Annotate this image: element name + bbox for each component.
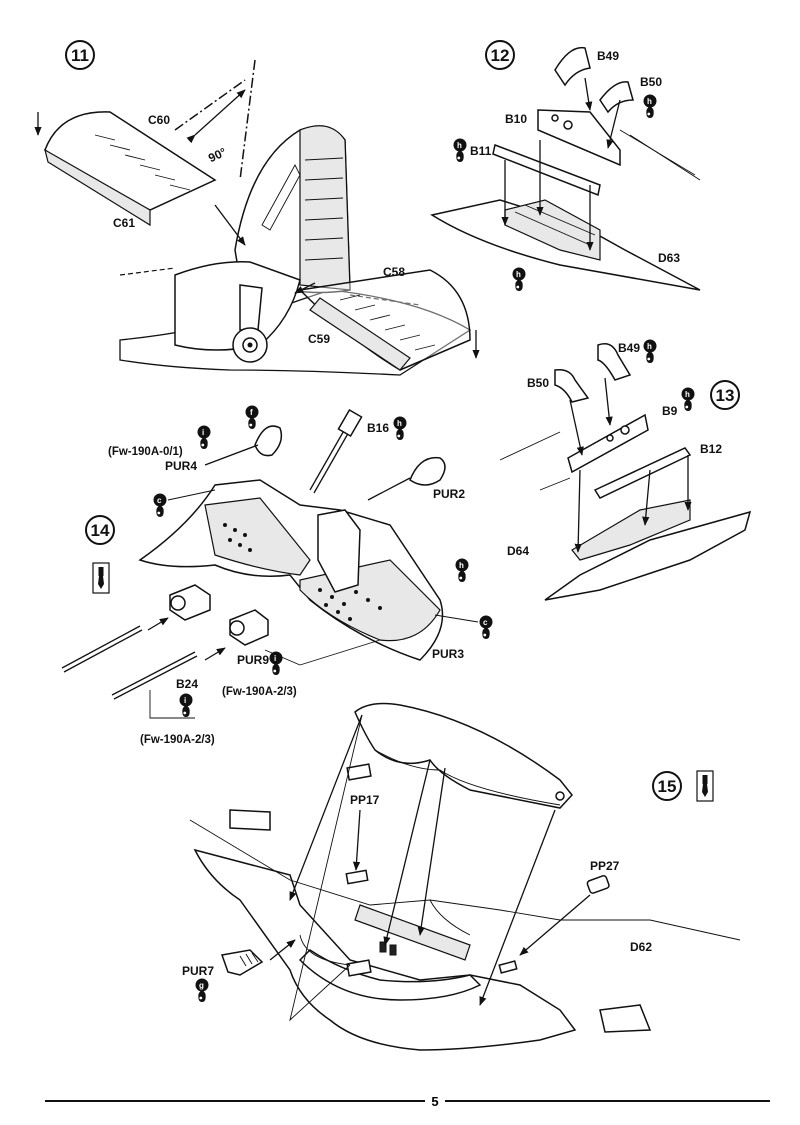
note-fw190a-0-1: (Fw-190A-0/1) (108, 446, 183, 458)
gun-barrel-b24 (111, 651, 196, 696)
svg-text:h: h (647, 342, 652, 351)
step-13-number: 13 (716, 386, 735, 405)
step-14-number: 14 (91, 521, 110, 540)
angle-label: 90° (206, 145, 229, 165)
step-15-badge (652, 771, 682, 801)
step-11-number: 11 (71, 46, 89, 65)
label-c59: C59 (308, 332, 330, 346)
tail-fuselage-body (174, 261, 301, 351)
part-pp17 (346, 763, 372, 781)
label-pp27: PP27 (590, 859, 620, 873)
label-c58: C58 (383, 265, 405, 279)
label-pur9: PUR9 (237, 653, 269, 667)
label-b50-a: B50 (640, 75, 662, 89)
svg-text:g: g (199, 981, 204, 990)
step-14: 14 B16 h PUR2 PUR4 (Fw-190A-0/1) f (61, 405, 493, 746)
label-b11: B11 (470, 144, 492, 158)
bulkhead-b10 (537, 109, 621, 167)
part-pur2 (409, 456, 446, 486)
step-15-number: 15 (658, 777, 677, 796)
svg-text:h: h (397, 419, 402, 428)
elevator-c61 (44, 148, 151, 227)
label-d63: D63 (658, 251, 680, 265)
note-fw190a-2-3-a: (Fw-190A-2/3) (222, 686, 297, 698)
label-b49-b: B49 (618, 341, 640, 355)
label-b49-a: B49 (597, 49, 619, 63)
label-b16: B16 (367, 421, 389, 435)
gun-breech-right (229, 609, 269, 646)
svg-text:h: h (685, 390, 690, 399)
rail-b11 (492, 143, 601, 197)
rudder (299, 125, 351, 291)
page-footer: 5 (45, 1094, 770, 1109)
label-b24: B24 (176, 677, 198, 691)
rail-b12 (593, 447, 692, 499)
svg-text:h: h (457, 141, 462, 150)
svg-text:f: f (250, 408, 253, 417)
gun-breech-left (169, 584, 211, 621)
angle-line-a (174, 79, 246, 131)
label-c60: C60 (148, 113, 170, 127)
step-12-badge (485, 40, 515, 70)
part-pur7 (220, 949, 264, 976)
label-b50-b: B50 (527, 376, 549, 390)
label-pur4: PUR3 (432, 647, 464, 661)
gun-barrel-left (61, 625, 141, 669)
label-b10: B10 (505, 112, 527, 126)
step-13: 13 B49 B50 B9 B12 D64 h h (499, 339, 752, 601)
svg-text:h: h (647, 97, 652, 106)
svg-text:i: i (274, 654, 276, 663)
label-pur2: PUR2 (433, 487, 465, 501)
instrument-panel (354, 702, 573, 809)
label-d64: D64 (507, 544, 529, 558)
label-pur3: PUR4 (165, 459, 197, 473)
seat (317, 509, 361, 593)
angle-line-b (239, 59, 256, 181)
step-13-badge (710, 380, 740, 410)
step-11: 11 C60 C61 (34, 40, 480, 376)
elevator-c59 (309, 297, 411, 371)
svg-text:c: c (157, 496, 162, 505)
step-15: 15 PP17 PP27 D62 PUR7 g (182, 702, 741, 1051)
step-14-badge (85, 515, 115, 545)
label-d62: D62 (630, 940, 652, 954)
svg-text:h: h (516, 270, 521, 279)
svg-text:i: i (184, 696, 186, 705)
paintbrush-icon (696, 770, 714, 802)
step-12-number: 12 (491, 46, 510, 65)
paintbrush-icon (92, 562, 110, 594)
part-b50-a (599, 81, 634, 114)
label-b9: B9 (662, 404, 678, 418)
label-pur7: PUR7 (182, 964, 214, 978)
part-b50-b (554, 368, 590, 403)
label-pp17: PP17 (350, 793, 380, 807)
part-b49-a (554, 46, 591, 87)
part-b49-b (597, 343, 632, 381)
step-11-badge (65, 40, 95, 70)
label-c61: C61 (113, 216, 135, 230)
part-pp27 (586, 875, 610, 894)
part-pur3 (254, 425, 283, 457)
label-b12: B12 (700, 442, 722, 456)
cockpit-floor-d64 (544, 510, 752, 601)
note-fw190a-2-3-b: (Fw-190A-2/3) (140, 734, 215, 746)
svg-text:h: h (459, 561, 464, 570)
stabilizer-c60 (44, 111, 217, 211)
step-12: 12 B49 B50 B10 B11 D63 h h h (430, 40, 701, 291)
page-number: 5 (431, 1094, 438, 1109)
svg-text:i: i (202, 428, 204, 437)
svg-text:c: c (483, 618, 488, 627)
tail-wheel (232, 284, 268, 363)
